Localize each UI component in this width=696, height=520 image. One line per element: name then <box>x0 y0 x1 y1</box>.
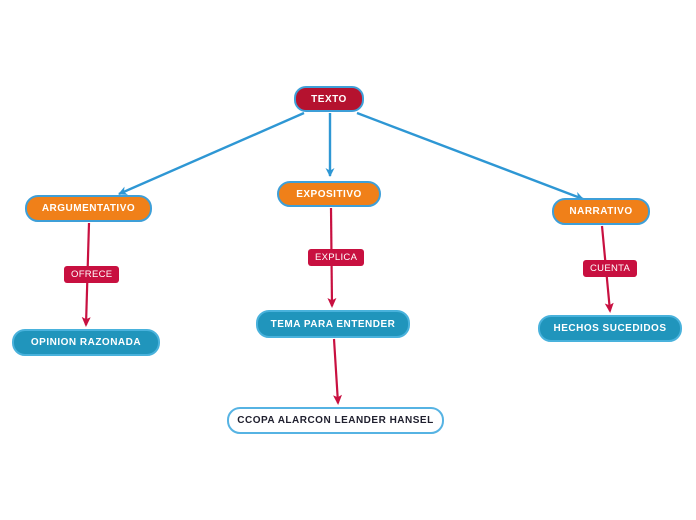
edge-label-ofrece[interactable]: OFRECE <box>64 266 120 283</box>
node-argumentativo[interactable]: ARGUMENTATIVO <box>25 195 152 222</box>
node-texto[interactable]: TEXTO <box>294 86 364 112</box>
edge-label-explica[interactable]: EXPLICA <box>308 249 365 266</box>
node-tema-para-entender[interactable]: TEMA PARA ENTENDER <box>256 310 410 338</box>
node-hechos-sucedidos[interactable]: HECHOS SUCEDIDOS <box>538 315 682 342</box>
node-autor[interactable]: CCOPA ALARCON LEANDER HANSEL <box>227 407 444 434</box>
node-expositivo[interactable]: EXPOSITIVO <box>277 181 381 207</box>
edge-texto-argumentativo <box>118 111 305 196</box>
edge-texto-narrativo <box>356 111 584 201</box>
edge-tema-autor <box>332 338 342 405</box>
node-narrativo[interactable]: NARRATIVO <box>552 198 650 225</box>
edge-label-cuenta[interactable]: CUENTA <box>583 260 638 277</box>
node-opinion-razonada[interactable]: OPINION RAZONADA <box>12 329 160 356</box>
